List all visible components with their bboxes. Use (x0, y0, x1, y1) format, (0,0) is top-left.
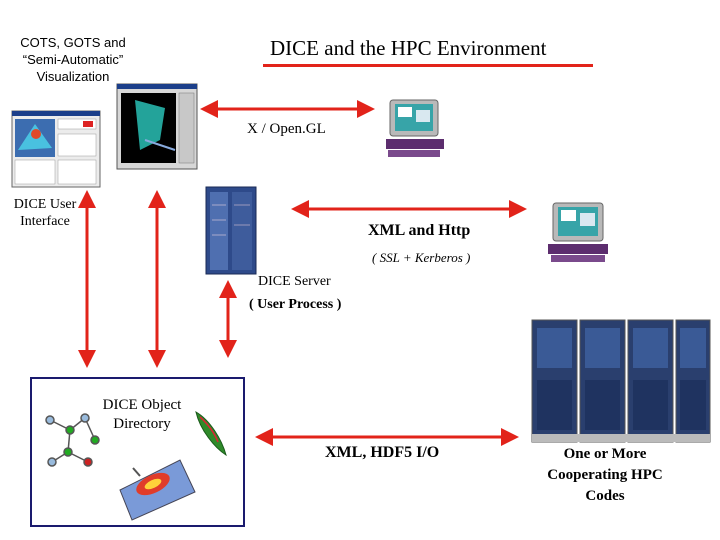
dice-server-label: DICE Server (258, 274, 331, 289)
title-underline (263, 64, 593, 67)
hpc-codes-label: One or More Cooperating HPC Codes (530, 444, 680, 507)
x-opengl-label: X / Open.GL (247, 121, 326, 137)
xml-hdf5-label: XML, HDF5 I/O (325, 444, 440, 461)
dice-user-interface-label: DICE User Interface (8, 196, 82, 230)
ui-label-line-1: DICE User (13, 197, 77, 212)
hpc-line-3: Codes (585, 488, 625, 504)
objdir-line-1: DICE Object (102, 397, 182, 413)
molecule-icon (45, 413, 100, 467)
workstation-icon-2 (548, 202, 608, 262)
ui-screenshot (11, 110, 101, 188)
diagram-title: DICE and the HPC Environment (270, 36, 547, 60)
dice-server-icon (205, 186, 257, 275)
cots-line-3: Visualization (36, 69, 110, 84)
workstation-icon-1 (386, 99, 444, 157)
cots-visualization-label: COTS, GOTS and “Semi-Automatic” Visualiz… (14, 34, 132, 85)
user-process-label: ( User Process ) (249, 297, 342, 312)
cots-line-2: “Semi-Automatic” (22, 52, 124, 67)
xml-http-label: XML and Http (368, 222, 471, 239)
ui-label-line-2: Interface (20, 214, 70, 229)
heatmap-tile-icon (119, 459, 196, 521)
object-directory-box (30, 377, 245, 527)
visualization-screenshot (116, 83, 198, 170)
hpc-line-2: Cooperating HPC (547, 467, 663, 483)
hpc-line-1: One or More (563, 446, 647, 462)
cots-line-1: COTS, GOTS and (20, 35, 126, 50)
objdir-line-2: Directory (113, 416, 171, 432)
object-directory-label: DICE Object Directory (92, 396, 192, 434)
probe-shape-icon (195, 411, 227, 457)
ssl-kerberos-label: ( SSL + Kerberos ) (372, 250, 471, 265)
hpc-cluster-icon (531, 319, 711, 443)
